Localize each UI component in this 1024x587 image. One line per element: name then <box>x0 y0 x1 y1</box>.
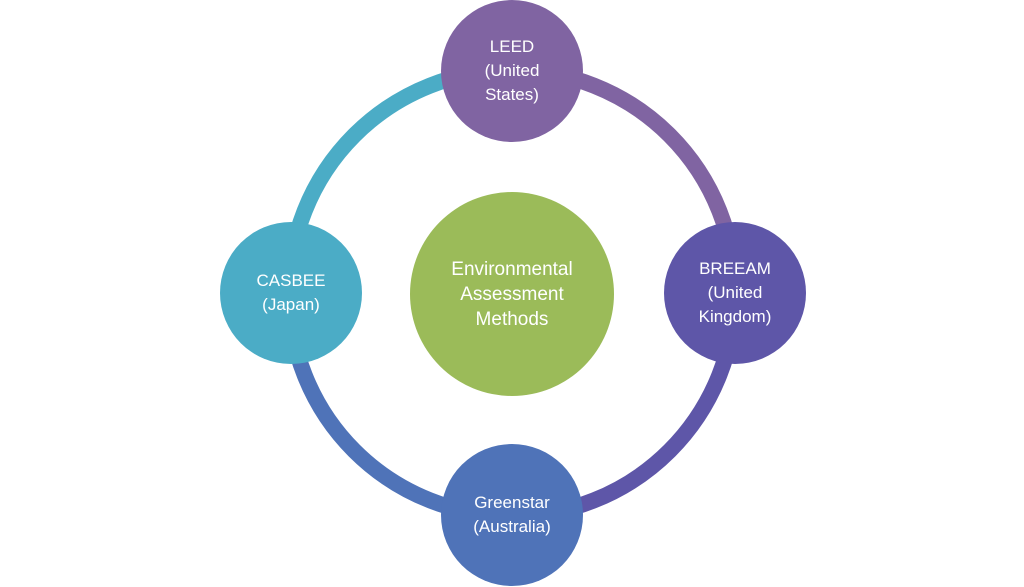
node-breeam: BREEAM (United Kingdom) <box>664 222 806 364</box>
center-node-environmental-assessment-methods: Environmental Assessment Methods <box>410 192 614 396</box>
node-breeam-label: BREEAM (United Kingdom) <box>698 259 772 326</box>
node-leed-label: LEED (United States) <box>484 37 540 104</box>
node-casbee: CASBEE (Japan) <box>220 222 362 364</box>
node-greenstar: Greenstar (Australia) <box>441 444 583 586</box>
node-casbee-label: CASBEE (Japan) <box>256 271 326 314</box>
center-node-label: Environmental Assessment Methods <box>451 258 573 330</box>
node-greenstar-label: Greenstar (Australia) <box>473 493 551 536</box>
node-leed: LEED (United States) <box>441 0 583 142</box>
